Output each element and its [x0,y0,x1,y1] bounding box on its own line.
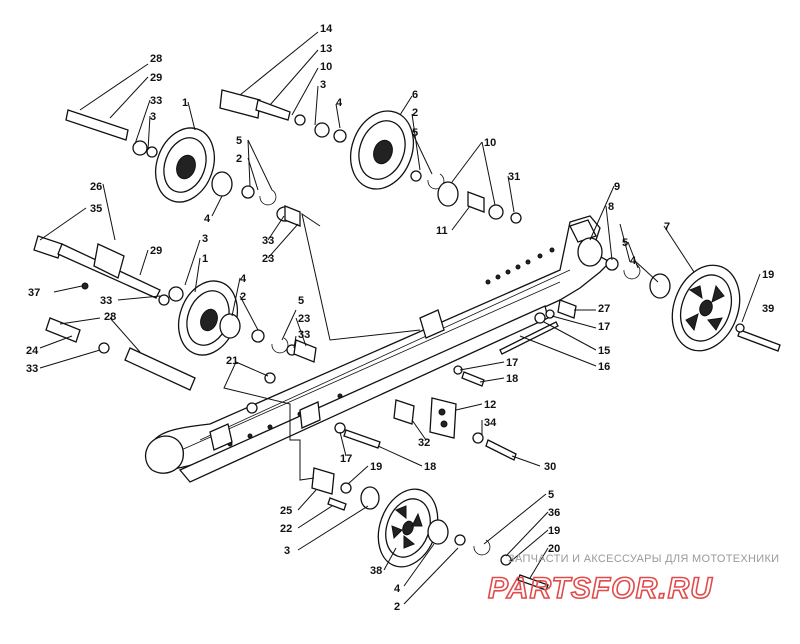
label-5e: 5 [548,489,554,501]
label-30: 30 [544,461,556,473]
watermark: ЗАПЧАСТИ И АКСЕССУАРЫ ДЛЯ МОТОТЕХНИКИ PA… [487,553,779,606]
label-25: 25 [280,505,292,517]
label-19b: 19 [370,461,382,473]
idler-wheel-right-spoked [671,264,741,352]
idler-wheel-upper-center [350,110,414,190]
label-8: 8 [608,201,614,213]
label-10b: 10 [484,137,496,149]
label-5d: 5 [622,237,628,249]
label-5a: 5 [412,127,418,139]
label-1a: 1 [182,97,188,109]
label-20: 20 [548,543,560,555]
label-23a: 23 [262,253,274,265]
label-22: 22 [280,523,292,535]
label-34: 34 [484,417,497,429]
label-3b: 3 [320,79,326,91]
callout-labels: 28 29 33 3 1 14 13 10 3 4 6 2 5 10 31 11… [26,23,774,613]
label-19a: 19 [762,269,774,281]
label-6: 6 [412,89,418,101]
label-17b: 17 [506,357,518,369]
label-29b: 29 [150,245,162,257]
leader-lines [39,31,761,605]
label-1b: 1 [202,253,208,265]
label-13: 13 [320,43,332,55]
label-18a: 18 [506,373,518,385]
label-14: 14 [320,23,333,35]
label-36: 36 [548,507,560,519]
label-32: 32 [418,437,430,449]
label-2c: 2 [240,291,246,303]
label-16: 16 [598,361,610,373]
label-9: 9 [614,181,620,193]
idler-wheel-mid-left [178,280,238,356]
label-3c: 3 [202,233,208,245]
label-28a: 28 [150,53,162,65]
label-5b: 5 [236,135,242,147]
label-4b: 4 [204,213,211,225]
label-2b: 2 [236,153,242,165]
label-17a: 17 [598,321,610,333]
label-10a: 10 [320,61,332,73]
label-2d: 2 [394,601,400,613]
label-4d: 4 [630,255,637,267]
label-3d: 3 [284,545,290,557]
idler-wheel-bottom-spoked [377,488,439,568]
label-33d: 33 [298,329,310,341]
label-26: 26 [90,181,102,193]
label-7: 7 [664,221,670,233]
label-3a: 3 [150,111,156,123]
label-37: 37 [28,287,40,299]
label-33e: 33 [26,363,38,375]
label-33a: 33 [150,95,162,107]
label-35: 35 [90,203,102,215]
label-2a: 2 [412,107,418,119]
label-4e: 4 [394,583,401,595]
label-15: 15 [598,345,610,357]
label-33b: 33 [262,235,274,247]
label-39: 39 [762,303,774,315]
label-4c: 4 [240,273,247,285]
label-31: 31 [508,171,520,183]
label-4a: 4 [336,97,343,109]
small-parts [81,114,745,566]
slide-rail-frame [144,215,612,483]
label-33c: 33 [100,295,112,307]
label-28b: 28 [104,311,116,323]
label-29a: 29 [150,72,162,84]
label-23b: 23 [298,313,310,325]
idler-wheel-upper-left [155,127,215,203]
label-24: 24 [26,345,39,357]
label-17c: 17 [340,453,352,465]
watermark-tagline: ЗАПЧАСТИ И АКСЕССУАРЫ ДЛЯ МОТОТЕХНИКИ [508,553,779,565]
label-11: 11 [436,225,448,237]
label-19c: 19 [548,525,560,537]
label-5c: 5 [298,295,304,307]
label-12: 12 [484,399,496,411]
label-21: 21 [226,355,238,367]
label-27: 27 [598,303,610,315]
label-38: 38 [370,565,382,577]
label-18b: 18 [424,461,436,473]
watermark-brand: PARTSFOR.RU [488,572,713,605]
